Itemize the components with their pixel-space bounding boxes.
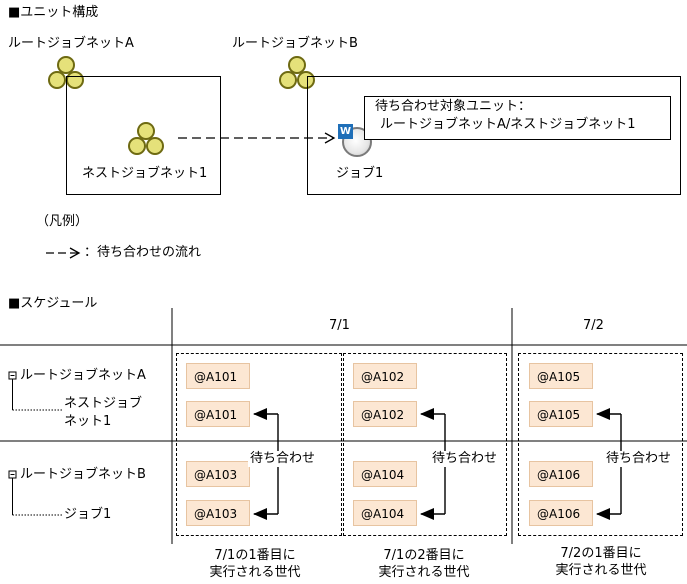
legend-title: （凡例） xyxy=(36,214,89,229)
tree-nested-line2: ネット1 xyxy=(64,414,112,429)
root-a-label: ルートジョブネットA xyxy=(8,36,134,51)
gen-cell: @A105 xyxy=(529,363,593,389)
nested-jobnet-icon xyxy=(128,122,164,155)
gen-cell: @A104 xyxy=(353,500,417,526)
generation-box-2 xyxy=(343,353,507,536)
root-b-jobnet-icon xyxy=(279,56,315,89)
gen-cell: @A103 xyxy=(186,461,250,487)
schedule-section-title: ■スケジュール xyxy=(8,296,98,311)
gen-cell: @A106 xyxy=(529,461,593,487)
root-a-box xyxy=(66,76,221,195)
gen-cell: @A105 xyxy=(529,401,593,427)
generation-box-3 xyxy=(518,353,683,536)
tree-lines xyxy=(8,371,62,516)
gen-cell: @A102 xyxy=(353,363,417,389)
callout-line2: ルートジョブネットA/ネストジョブネット1 xyxy=(380,117,636,132)
tree-root-b: ルートジョブネットB xyxy=(20,467,146,482)
gen-cell: @A102 xyxy=(353,401,417,427)
callout-line1: 待ち合わせ対象ユニット： xyxy=(375,99,532,114)
unit-section-title: ■ユニット構成 xyxy=(8,5,99,20)
gen-cell: @A101 xyxy=(186,401,250,427)
generation-caption-3: 7/2の1番目に 実行される世代 xyxy=(555,546,647,578)
generation-box-1 xyxy=(176,353,342,536)
generation-caption-1: 7/1の1番目に 実行される世代 xyxy=(209,548,301,580)
tree-job: ジョブ1 xyxy=(64,507,112,522)
legend-arrow-label: ：待ち合わせの流れ xyxy=(84,245,202,260)
wait-label: 待ち合わせ xyxy=(248,451,318,467)
wait-target-callout xyxy=(364,96,671,140)
root-b-box xyxy=(307,76,681,195)
wait-label: 待ち合わせ xyxy=(430,451,500,467)
wait-badge-icon: W xyxy=(338,124,353,139)
root-b-label: ルートジョブネットB xyxy=(232,36,358,51)
tree-nested-line1: ネストジョブ xyxy=(64,396,143,411)
gen-cell: @A103 xyxy=(186,500,250,526)
generation-caption-2: 7/1の2番目に 実行される世代 xyxy=(378,548,470,580)
gen-cell: @A104 xyxy=(353,461,417,487)
wait-label: 待ち合わせ xyxy=(604,451,674,467)
tree-root-a: ルートジョブネットA xyxy=(20,368,146,383)
job-label: ジョブ1 xyxy=(336,166,384,181)
date-header-2: 7/2 xyxy=(583,318,604,333)
date-header-1: 7/1 xyxy=(329,318,350,333)
gen-cell: @A101 xyxy=(186,363,250,389)
gen-cell: @A106 xyxy=(529,500,593,526)
nested-jobnet-label: ネストジョブネット1 xyxy=(82,166,208,181)
